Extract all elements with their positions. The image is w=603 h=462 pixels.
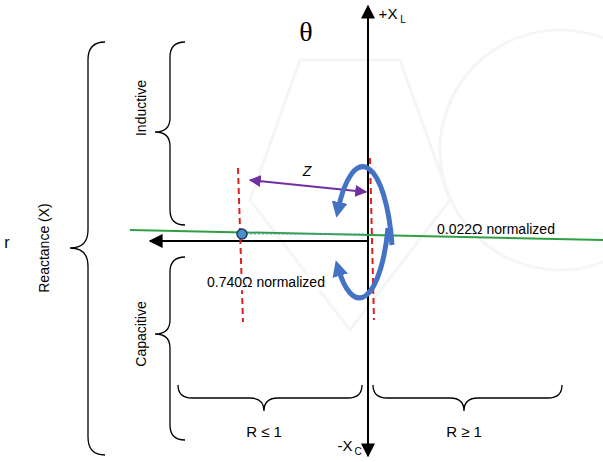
impedance-point [237, 229, 247, 239]
projection-line [242, 234, 366, 235]
angle-symbol: θ [299, 17, 312, 48]
value-label: 0.022Ω normalized [437, 222, 555, 237]
value-label: 0.740Ω normalized [205, 275, 327, 290]
resistance-range: R ≤ 1 [246, 424, 282, 441]
axis-title-fragment: r [4, 234, 9, 252]
region-label: Capacitive [134, 301, 149, 366]
guide-line [370, 158, 374, 320]
axis-subscript: L [400, 14, 406, 25]
axis-label: -X [338, 438, 353, 455]
resistance-range: R ≥ 1 [446, 424, 482, 441]
region-label: Inductive [134, 80, 149, 136]
impedance-label: Z [303, 164, 312, 179]
guide-line [238, 168, 243, 322]
resistance-axis [150, 240, 368, 242]
reactance-axis [367, 6, 369, 456]
axis-subscript: C [354, 446, 361, 457]
axis-label: +X [379, 6, 398, 23]
rotation-arrow [338, 228, 388, 298]
rotation-arrow [338, 167, 392, 245]
brackets [70, 42, 562, 455]
axis-title: Reactance (X) [37, 203, 52, 292]
